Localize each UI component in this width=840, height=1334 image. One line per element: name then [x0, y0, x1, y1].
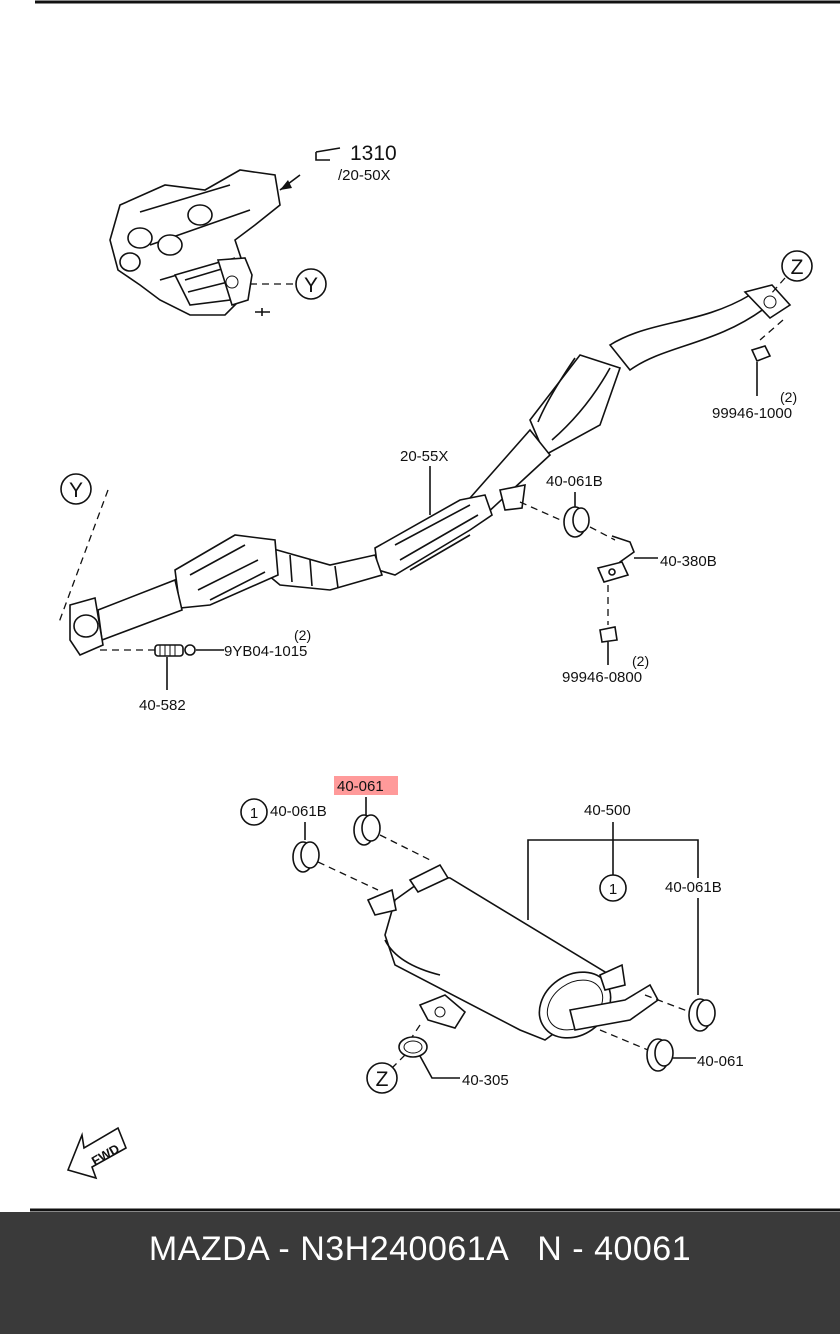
front-pipe-assembly: [69, 284, 792, 657]
callout-1-center: 1: [609, 881, 617, 898]
callout-y-top-circle: [295, 268, 327, 300]
callout-y-top: Y: [304, 274, 318, 297]
callout-z-top-circle: [781, 250, 813, 282]
callout-z-bottom-circle: [366, 1062, 398, 1094]
fwd-arrow-icon: FWD: [66, 1126, 128, 1180]
z-bottom-leader: [391, 1054, 406, 1069]
gasket-40-305: [398, 1036, 428, 1058]
qty-99946-1000: (2): [780, 389, 797, 405]
hanger-mid-dash-b: [589, 526, 616, 541]
callout-1-center-circle: [599, 874, 627, 902]
label-40-061-lower-right: 40-061: [697, 1053, 744, 1070]
callout-z-top: Z: [791, 256, 804, 279]
callout-z-bottom: Z: [376, 1068, 389, 1091]
label-40-061b-lower-left: 40-061B: [270, 803, 327, 820]
nut-99946-0800: [599, 626, 618, 643]
callout-1-left-circle: [240, 798, 268, 826]
label-9yb04-1015: 9YB04-1015: [224, 643, 307, 660]
hanger-40-061b-mid: [563, 506, 590, 538]
z-top-leader: [769, 277, 786, 296]
label-40-380b: 40-380B: [660, 553, 717, 570]
hanger-left-dash: [317, 861, 379, 891]
exhaust-parts-diagram: 1310 /20-50X Y Z (2): [30, 0, 840, 1212]
hanger-40-061-lower-right: [646, 1038, 674, 1072]
hanger-mid-dash-a: [519, 501, 566, 523]
label-1310: 1310: [350, 142, 397, 165]
hanger-40-061b-lower-left: [292, 841, 320, 873]
label-99946-1000: 99946-1000: [712, 405, 792, 422]
callout-y-left-circle: [60, 473, 92, 505]
callout-1-left: 1: [250, 805, 258, 822]
hanger-40-061-top: [353, 814, 381, 846]
label-40-582: 40-582: [139, 697, 186, 714]
label-99946-0800: 99946-0800: [562, 669, 642, 686]
exhaust-manifold: [109, 169, 281, 316]
label-40-305-leader: [419, 1055, 460, 1079]
hanger-right-dash: [644, 994, 691, 1013]
hanger-top-dash: [379, 834, 431, 861]
qty-9yb04-1015: (2): [294, 627, 311, 643]
footer-part-text: MAZDA - N3H240061A N - 40061: [148, 1230, 692, 1268]
label-20-55x: 20-55X: [400, 448, 448, 465]
spring-40-582: [154, 644, 196, 657]
muffler-40-500: [366, 863, 660, 1041]
hanger-40-061b-right: [688, 998, 716, 1032]
callout-y-left: Y: [69, 479, 83, 502]
nut-99946-1000: [750, 345, 772, 363]
label-40-061b-mid: 40-061B: [546, 473, 603, 490]
label-40-305: 40-305: [462, 1072, 509, 1089]
label-40-500: 40-500: [584, 802, 631, 819]
label-20-50x: /20-50X: [338, 167, 391, 184]
label-40-061-highlight[interactable]: 40-061: [337, 778, 384, 795]
bracket-40-380b: [596, 535, 635, 583]
part-number-footer: MAZDA - N3H240061A N - 40061: [0, 1212, 840, 1334]
qty-99946-0800: (2): [632, 653, 649, 669]
highlight-box: [334, 776, 398, 795]
ref-1310-pointer: [279, 147, 341, 191]
label-40-061b-right: 40-061B: [665, 879, 722, 896]
nut-1000-dash: [759, 319, 784, 341]
hanger-lower-right-dash: [599, 1029, 649, 1051]
